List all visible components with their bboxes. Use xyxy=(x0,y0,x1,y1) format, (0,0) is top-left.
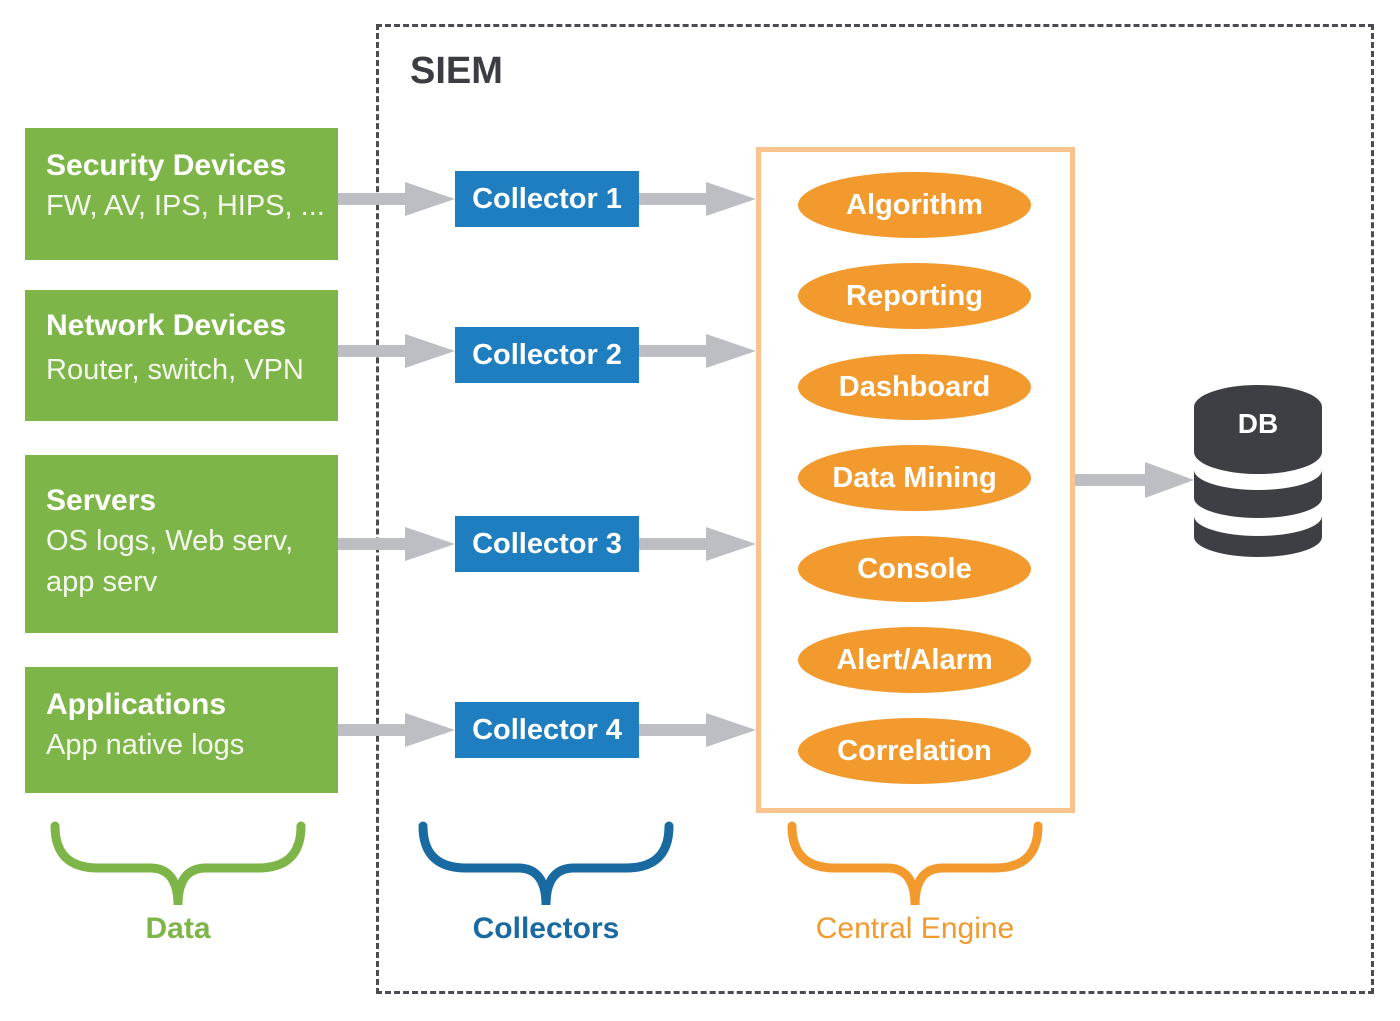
engine-module-correlation: Correlation xyxy=(798,718,1031,784)
arrow-source1-collector1 xyxy=(338,182,455,216)
collector-2: Collector 2 xyxy=(455,327,639,383)
category-label-data: Data xyxy=(145,912,211,945)
source-title: Network Devices xyxy=(46,309,287,342)
db-label: DB xyxy=(1237,408,1279,439)
collectors-brace xyxy=(418,821,674,906)
collector-4: Collector 4 xyxy=(455,702,639,758)
central-engine-brace xyxy=(787,821,1043,906)
source-security-devices: Security Devices FW, AV, IPS, HIPS, ... xyxy=(25,128,338,260)
arrow-collector1-engine xyxy=(639,182,756,216)
engine-module-dashboard: Dashboard xyxy=(798,354,1031,420)
arrow-engine-db xyxy=(1075,462,1194,498)
arrow-source4-collector4 xyxy=(338,713,455,747)
source-title: Security Devices xyxy=(46,149,287,182)
engine-module-reporting: Reporting xyxy=(798,263,1031,329)
central-engine-box xyxy=(756,147,1075,813)
category-label-central-engine: Central Engine xyxy=(815,912,1015,945)
source-servers: Servers OS logs, Web serv, app serv xyxy=(25,455,338,633)
database-icon xyxy=(1194,385,1322,557)
source-applications: Applications App native logs xyxy=(25,667,338,793)
source-subtitle: App native logs xyxy=(46,729,245,761)
source-subtitle: FW, AV, IPS, HIPS, ... xyxy=(46,190,325,222)
collector-1: Collector 1 xyxy=(455,171,639,227)
engine-module-algorithm: Algorithm xyxy=(798,172,1031,238)
source-subtitle-line2: app serv xyxy=(46,566,158,598)
siem-title: SIEM xyxy=(410,50,503,92)
source-subtitle: Router, switch, VPN xyxy=(46,354,304,386)
arrow-collector2-engine xyxy=(639,334,756,368)
collector-3: Collector 3 xyxy=(455,516,639,572)
arrow-source2-collector2 xyxy=(338,334,455,368)
engine-module-alert-alarm: Alert/Alarm xyxy=(798,627,1031,693)
arrow-collector4-engine xyxy=(639,713,756,747)
data-brace xyxy=(50,821,306,906)
source-title: Servers xyxy=(46,484,157,517)
category-label-collectors: Collectors xyxy=(472,912,620,945)
engine-module-console: Console xyxy=(798,536,1031,602)
arrow-collector3-engine xyxy=(639,527,756,561)
source-title: Applications xyxy=(46,688,227,721)
source-subtitle-line1: OS logs, Web serv, xyxy=(46,525,294,557)
siem-boundary xyxy=(376,24,1374,994)
source-network-devices: Network Devices Router, switch, VPN xyxy=(25,290,338,421)
arrow-source3-collector3 xyxy=(338,527,455,561)
engine-module-data-mining: Data Mining xyxy=(798,445,1031,511)
